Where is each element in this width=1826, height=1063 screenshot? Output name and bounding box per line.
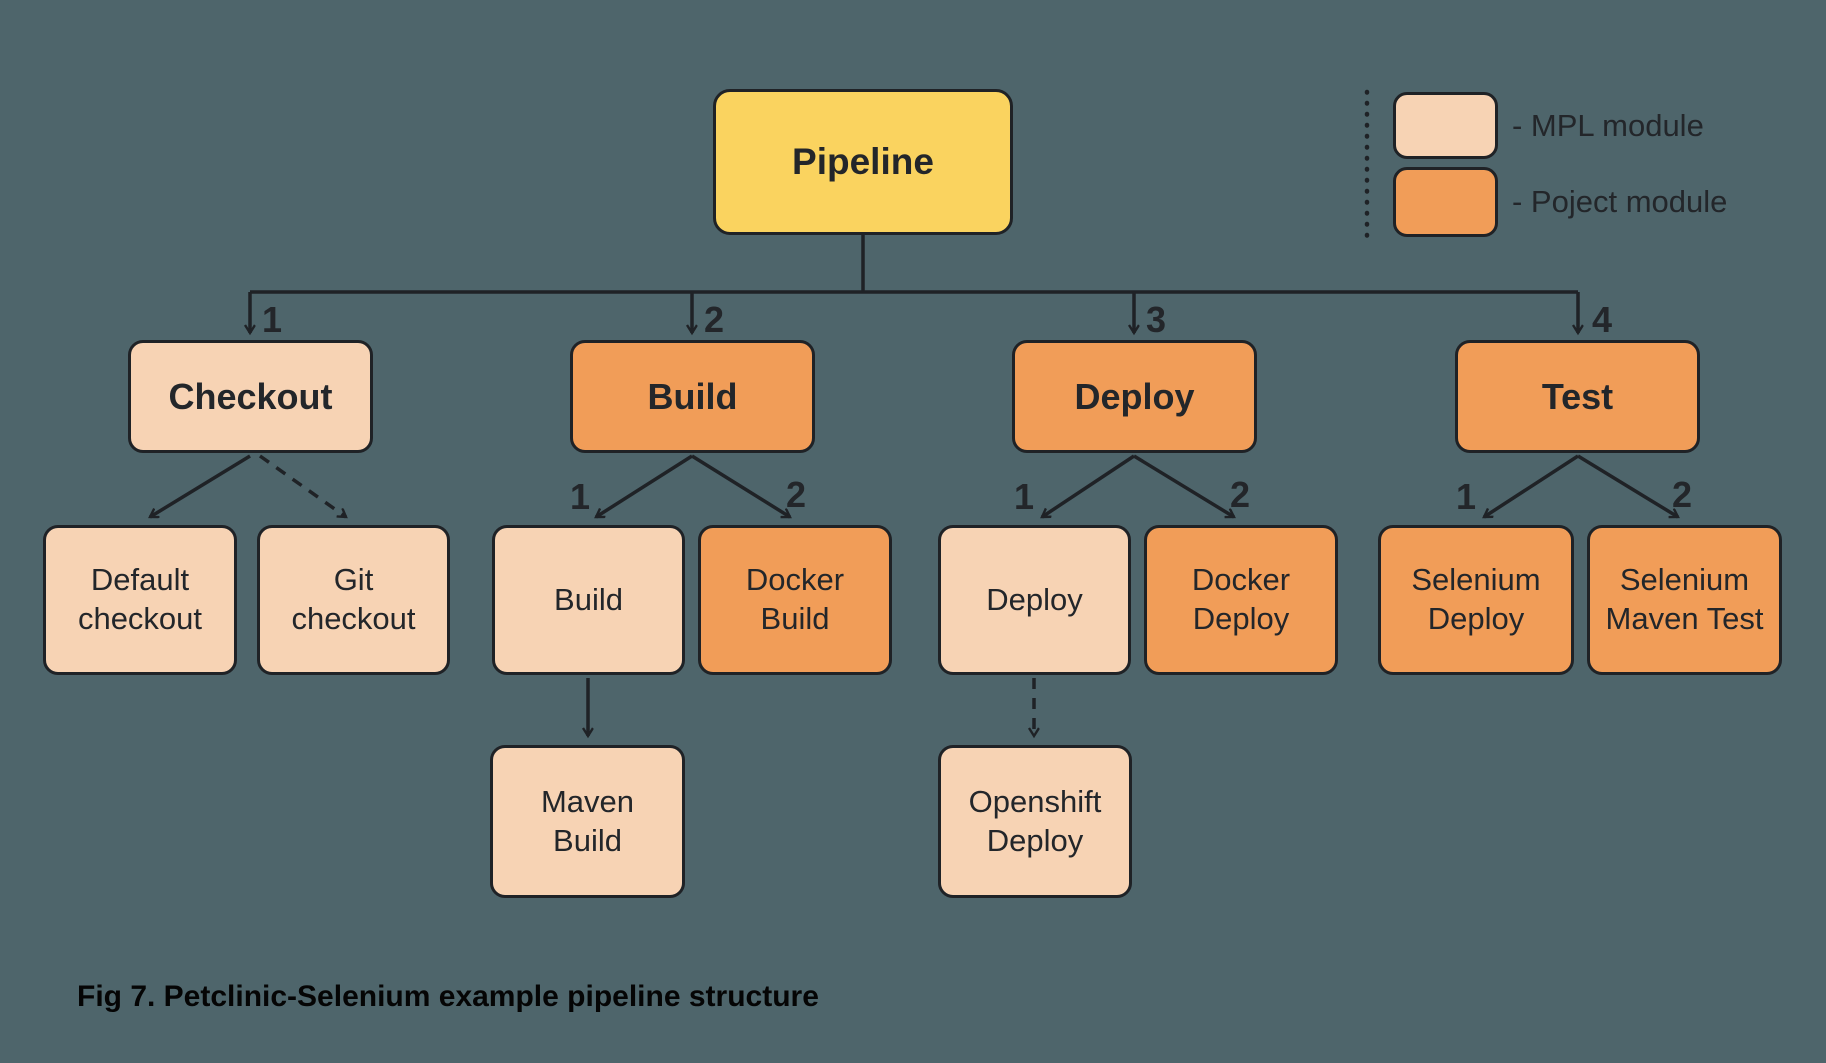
- node-test-stage-label: Test: [1541, 375, 1614, 417]
- edge-deploy-deploy: [1042, 454, 1135, 519]
- legend-project-swatch: [1393, 167, 1498, 237]
- edge-deploy-dockerdeploy: [1133, 454, 1234, 519]
- node-deploy-module-label: Deploy: [986, 581, 1083, 617]
- order-label-checkout: 1: [262, 299, 283, 340]
- node-default-checkout: Default checkout: [43, 525, 237, 675]
- node-docker-build: Docker Build: [698, 525, 892, 675]
- node-selenium-deploy-label: Selenium Deploy: [1411, 562, 1541, 636]
- node-test-stage: Test: [1455, 340, 1700, 453]
- node-checkout: Checkout: [128, 340, 373, 453]
- node-checkout-label: Checkout: [168, 375, 333, 417]
- node-selenium-maven-test-label: Selenium Maven Test: [1605, 562, 1764, 636]
- order-label-build-child1: 1: [570, 476, 591, 517]
- edge-test-seleniummaven: [1577, 454, 1678, 519]
- order-label-test-child1: 1: [1456, 476, 1477, 517]
- edge-test-seleniumdeploy: [1484, 454, 1579, 519]
- node-deploy-stage: Deploy: [1012, 340, 1257, 453]
- order-label-build-child2: 2: [786, 474, 807, 515]
- node-openshift-deploy: Openshift Deploy: [938, 745, 1132, 898]
- edge-build-dockerbuild: [691, 454, 790, 519]
- order-label-test-child2: 2: [1672, 474, 1693, 515]
- edge-build-build: [596, 454, 693, 519]
- edge-checkout-default: [150, 454, 251, 519]
- legend-mpl-swatch: [1393, 92, 1498, 159]
- node-pipeline-label: Pipeline: [792, 141, 934, 182]
- node-maven-build-label: Maven Build: [540, 783, 635, 858]
- order-label-deploy-child1: 1: [1014, 476, 1035, 517]
- order-label-deploy: 3: [1146, 299, 1167, 340]
- node-build-module-label: Build: [554, 581, 623, 617]
- node-docker-deploy-label: Docker Deploy: [1191, 562, 1291, 636]
- node-maven-build: Maven Build: [490, 745, 685, 898]
- node-docker-deploy: Docker Deploy: [1144, 525, 1338, 675]
- legend-mpl-label: - MPL module: [1512, 107, 1704, 143]
- node-git-checkout-label: Git checkout: [291, 562, 416, 636]
- node-docker-build-label: Docker Build: [745, 562, 845, 636]
- edge-checkout-git-dashed: [258, 454, 346, 519]
- node-pipeline: Pipeline: [713, 89, 1013, 235]
- node-selenium-maven-test: Selenium Maven Test: [1587, 525, 1782, 675]
- node-build-module: Build: [492, 525, 685, 675]
- node-deploy-module: Deploy: [938, 525, 1131, 675]
- node-openshift-deploy-label: Openshift Deploy: [968, 783, 1102, 858]
- figure-caption: Fig 7. Petclinic-Selenium example pipeli…: [77, 980, 819, 1013]
- order-label-build: 2: [704, 299, 725, 340]
- node-default-checkout-label: Default checkout: [77, 562, 203, 636]
- node-build-stage-label: Build: [647, 375, 738, 417]
- node-deploy-stage-label: Deploy: [1074, 375, 1195, 417]
- node-build-stage: Build: [570, 340, 815, 453]
- node-selenium-deploy: Selenium Deploy: [1378, 525, 1574, 675]
- legend-project-label: - Poject module: [1512, 184, 1728, 219]
- order-label-deploy-child2: 2: [1230, 474, 1251, 515]
- order-label-test: 4: [1592, 299, 1613, 340]
- node-git-checkout: Git checkout: [257, 525, 450, 675]
